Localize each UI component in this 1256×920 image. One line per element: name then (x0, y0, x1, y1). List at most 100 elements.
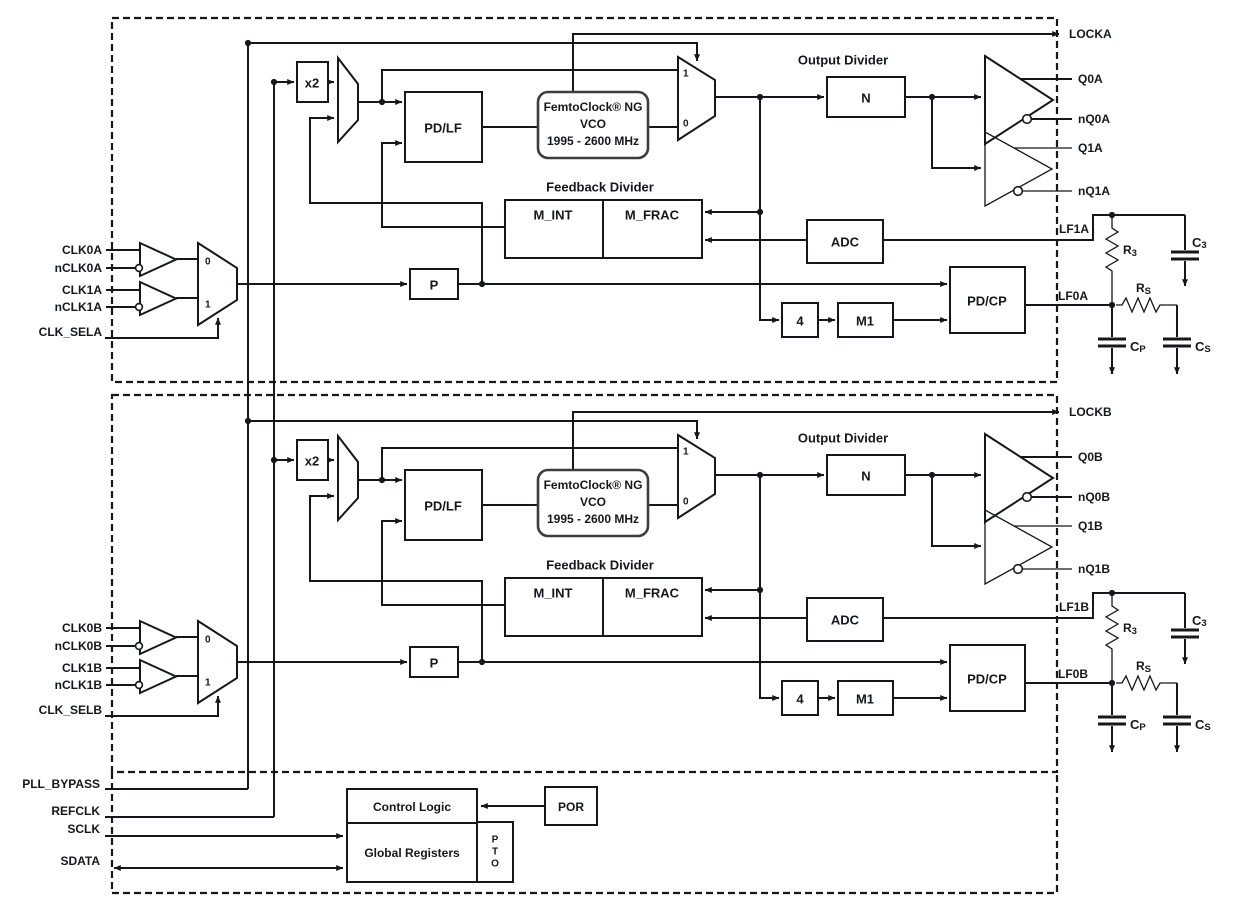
pto-letter-t: T (492, 847, 498, 858)
pll-bypass-label: PLL_BYPASS (22, 777, 100, 791)
output-buffer-0 (984, 54, 1055, 146)
input-mux (197, 241, 238, 327)
nclk0-label: nCLK0A (55, 261, 103, 275)
vco-label: VCO (580, 117, 606, 131)
cp-label: CP (1130, 717, 1146, 733)
x2-doubler-box (296, 61, 329, 103)
vco-box (536, 468, 650, 538)
global-registers-box (346, 822, 478, 883)
r3-label: R3 (1123, 243, 1137, 259)
nclk0-label: nCLK0B (55, 639, 103, 653)
output-divider-title: Output Divider (798, 431, 888, 446)
adc-box (806, 219, 884, 264)
bypass-mux-0-label: 0 (683, 497, 689, 508)
input-mux (197, 619, 238, 705)
vco-name-label: FemtoClock® NG (544, 478, 643, 492)
rs-label: RS (1136, 281, 1151, 297)
channel: 0 1 CLK0A nCLK0A CLK1A nCLK1A CLK_SELA P… (39, 27, 1211, 375)
c3-label: C3 (1192, 235, 1207, 251)
pd-cp-box (949, 644, 1026, 712)
input-buffer-0 (139, 619, 179, 656)
control-wires (105, 788, 545, 871)
m-frac-label: M_FRAC (625, 586, 680, 601)
lf0-label: LF0A (1058, 289, 1088, 303)
div4-box (781, 680, 819, 716)
por-box (544, 786, 598, 826)
output-path-wires (715, 471, 982, 549)
m1-box (837, 302, 894, 338)
cs-label: CS (1195, 339, 1211, 355)
p-divider-box (409, 268, 459, 300)
reference-path-wires (237, 493, 948, 666)
pd-cp-label: PD/CP (967, 294, 1007, 309)
cp-label: CP (1130, 339, 1146, 355)
inverting-bubble-icon (134, 641, 144, 651)
pll-core-wires (244, 409, 1060, 606)
output-path-wires (715, 93, 982, 171)
channel-b-border (110, 393, 1059, 774)
control-section-border (110, 772, 1059, 895)
q0-label: Q0B (1078, 450, 1103, 464)
x2-doubler-label: x2 (305, 76, 319, 91)
q1-label: Q1A (1078, 141, 1103, 155)
loop-filter-network (1098, 211, 1199, 375)
bypass-mux (677, 55, 716, 142)
reference-path-wires (237, 115, 948, 288)
pto-box (476, 821, 514, 883)
inverting-bubble-icon (134, 680, 144, 690)
r3-resistor (1104, 596, 1120, 681)
inverting-bubble-icon (134, 263, 144, 273)
pd-cp-box (949, 266, 1026, 334)
inverting-bubble-icon (1021, 491, 1033, 503)
x2-doubler-label: x2 (305, 454, 319, 469)
clk0-label: CLK0B (62, 621, 102, 635)
inverting-bubble-icon (1012, 185, 1024, 197)
lf1-label: LF1B (1059, 600, 1089, 614)
rs-resistor (1116, 296, 1177, 314)
pll-core-wires (244, 31, 1060, 228)
digital-loop-wires (704, 97, 1185, 323)
clk-sel-label: CLK_SELB (39, 703, 103, 717)
r3-resistor (1104, 218, 1120, 303)
input-buffer-1 (139, 658, 179, 695)
bypass-mux (677, 433, 716, 520)
n-divider-label: N (861, 91, 870, 106)
input-buffer-0 (139, 241, 179, 278)
cs-label: CS (1195, 717, 1211, 733)
m1-label: M1 (856, 314, 874, 329)
vco-name-label: FemtoClock® NG (544, 100, 643, 114)
clk1-label: CLK1B (62, 661, 102, 675)
pto-letter-o: O (491, 859, 499, 870)
q1-label: Q1B (1078, 519, 1103, 533)
doubler-wires (270, 447, 677, 484)
doubler-wires (270, 69, 677, 106)
dashed-borders (110, 16, 1059, 895)
digital-loop-wires (704, 475, 1185, 701)
feedback-divider-title: Feedback Divider (546, 180, 654, 195)
c3-label: C3 (1192, 613, 1207, 629)
control-section: PLL_BYPASS REFCLK SCLK SDATA Control Log… (22, 777, 598, 883)
loop-filter-network (1098, 589, 1199, 753)
adc-box (806, 597, 884, 642)
p-divider-box (409, 646, 459, 678)
pd-lf-label: PD/LF (424, 121, 462, 136)
channel: 0 1 CLK0B nCLK0B CLK1B nCLK1B CLK_SELB P… (39, 405, 1211, 753)
clk-sel-label: CLK_SELA (39, 325, 103, 339)
input-wires (105, 627, 221, 717)
input-mux-0-label: 0 (205, 635, 211, 646)
nq1-label: nQ1A (1078, 184, 1110, 198)
refclk-label: REFCLK (51, 804, 100, 818)
adc-label: ADC (831, 235, 860, 250)
x2-doubler-box (296, 439, 329, 481)
pd-lf-label: PD/LF (424, 499, 462, 514)
div4-box (781, 302, 819, 338)
control-logic-label: Control Logic (373, 800, 451, 814)
input-mux-0-label: 0 (205, 257, 211, 268)
div4-label: 4 (796, 314, 804, 329)
p-divider-label: P (430, 656, 439, 671)
pd-lf-box (404, 91, 483, 163)
doubler-mux (337, 433, 359, 523)
pd-cp-label: PD/CP (967, 672, 1007, 687)
adc-label: ADC (831, 613, 860, 628)
pto-letter-p: P (492, 835, 499, 846)
